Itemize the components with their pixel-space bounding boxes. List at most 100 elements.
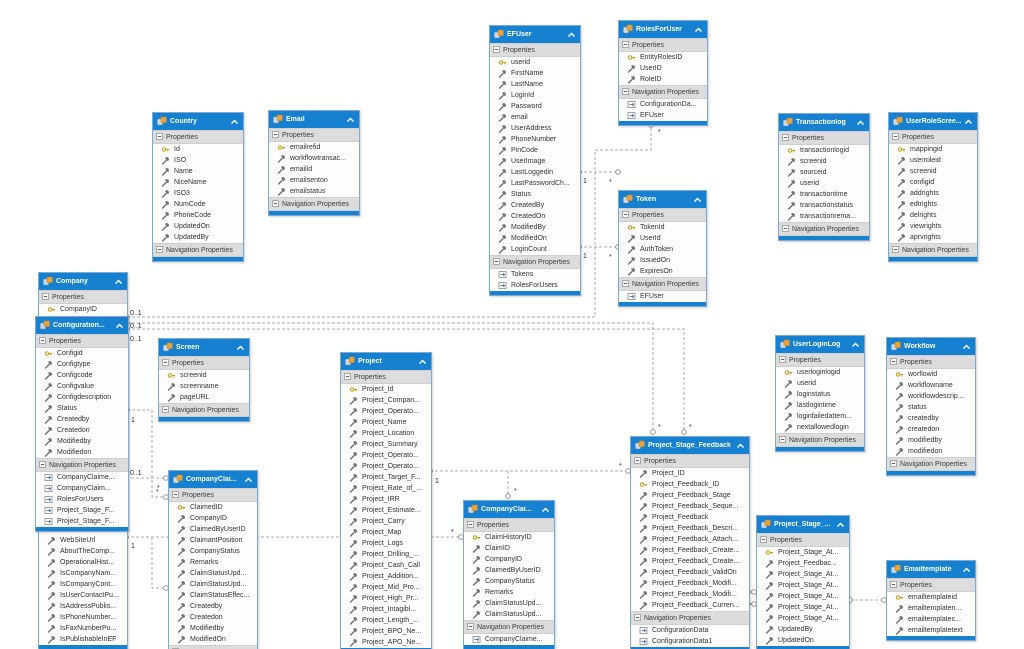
section-header-properties[interactable]: Properties [631,454,749,468]
property-row[interactable]: modifiedby [887,435,975,446]
property-row[interactable]: UserID [619,63,707,74]
property-row[interactable]: Configtype [36,359,128,370]
section-toggle-icon[interactable] [779,355,786,365]
section-toggle-icon[interactable] [622,210,629,220]
section-header-properties[interactable]: Properties [341,370,431,384]
property-row[interactable]: CompanyClaim... [36,483,128,494]
property-row[interactable]: Name [153,166,243,177]
entity-title-bar[interactable]: Emailtemplate [887,561,975,578]
entity-title-bar[interactable]: Token [619,191,706,208]
entity-title-bar[interactable]: Company [39,273,127,290]
property-row[interactable]: Project_High_Pr... [341,593,431,604]
section-header-navigation-properties[interactable]: Navigation Properties [159,403,249,417]
property-row[interactable]: AboutTheComp... [39,546,127,557]
property-row[interactable]: UpdatedBy [153,232,243,243]
property-row[interactable]: Project_Drilling_... [341,549,431,560]
property-row[interactable]: Project_Id [341,384,431,395]
property-row[interactable]: emailrefid [269,142,359,153]
property-row[interactable]: Project_Operato... [341,406,431,417]
collapse-chevron-icon[interactable] [115,323,124,329]
entity-title-bar[interactable]: Project [341,353,431,370]
property-row[interactable]: FirstName [490,68,580,79]
section-header-properties[interactable]: Properties [887,355,975,369]
collapse-chevron-icon[interactable] [418,359,427,365]
property-row[interactable]: ClaimID [464,543,554,554]
property-row[interactable]: transactiontime [779,189,869,200]
property-row[interactable]: Project_Feedback_Attach... [631,534,749,545]
property-row[interactable]: Project_Stage_F... [36,505,128,516]
section-toggle-icon[interactable] [782,133,789,143]
entity-title-bar[interactable]: UserLoginLog [776,336,864,353]
property-row[interactable]: Remarks [464,587,554,598]
property-row[interactable]: IsPhoneNumber... [39,612,127,623]
section-toggle-icon[interactable] [622,87,629,97]
property-row[interactable]: UpdatedOn [757,635,849,646]
property-row[interactable]: CompanyClaime... [464,634,554,645]
property-row[interactable]: IsCompanyCont... [39,579,127,590]
collapse-chevron-icon[interactable] [964,119,973,125]
property-row[interactable]: screenid [889,166,977,177]
property-row[interactable]: Password [490,101,580,112]
property-row[interactable]: ClaimantPosition [169,535,257,546]
property-row[interactable]: pageURL [159,392,249,403]
collapse-chevron-icon[interactable] [736,443,745,449]
property-row[interactable]: Createdby [36,414,128,425]
section-toggle-icon[interactable] [779,435,786,445]
property-row[interactable]: Modifiedby [169,623,257,634]
property-row[interactable]: ConfigurationData [631,625,749,636]
property-row[interactable]: Project_Addition... [341,571,431,582]
property-row[interactable]: Configvalue [36,381,128,392]
property-row[interactable]: Project_Feedback_Descri... [631,523,749,534]
section-toggle-icon[interactable] [890,580,897,590]
property-row[interactable]: Modifiedon [36,447,128,458]
section-header-navigation-properties[interactable]: Navigation Properties [889,243,977,257]
section-toggle-icon[interactable] [467,520,474,530]
property-row[interactable]: userid [779,178,869,189]
section-header-properties[interactable]: Properties [464,518,554,532]
property-row[interactable]: IsUserContactPu... [39,590,127,601]
property-row[interactable]: transactionrema... [779,211,869,222]
property-row[interactable]: IsPublishableInEF [39,634,127,645]
entity-title-bar[interactable]: Project_Stage_... [757,516,849,533]
property-row[interactable]: LastLoggedin [490,167,580,178]
section-header-properties[interactable]: Properties [153,130,243,144]
section-header-properties[interactable]: Properties [889,130,977,144]
property-row[interactable]: emailtemplaten... [887,603,975,614]
property-row[interactable]: Project_Feedback_Modifi... [631,589,749,600]
property-row[interactable]: ClaimStatusUpd... [169,579,257,590]
property-row[interactable]: Project_Feedback_Create... [631,556,749,567]
property-row[interactable]: ClaimedByUserID [169,524,257,535]
entity-title-bar[interactable]: Project_Stage_Feedback [631,437,749,454]
entity-title-bar[interactable]: Email [269,111,359,128]
property-row[interactable]: userid [490,57,580,68]
property-row[interactable]: ISO [153,155,243,166]
section-header-properties[interactable]: Properties [36,334,128,348]
property-row[interactable]: ModifiedBy [490,222,580,233]
section-toggle-icon[interactable] [634,456,641,466]
property-row[interactable]: ClaimStatusUpd... [169,568,257,579]
property-row[interactable]: Project_Logs [341,538,431,549]
property-row[interactable]: IssuedOn [619,255,706,266]
property-row[interactable]: Project_Operato... [341,461,431,472]
collapse-chevron-icon[interactable] [851,342,860,348]
collapse-chevron-icon[interactable] [567,32,576,38]
property-row[interactable]: workflowtransac... [269,153,359,164]
section-toggle-icon[interactable] [344,372,351,382]
property-row[interactable]: Project_Stage_At... [757,569,849,580]
property-row[interactable]: emailtemplatec... [887,614,975,625]
property-row[interactable]: userid [776,378,864,389]
property-row[interactable]: Project_Compan... [341,395,431,406]
property-row[interactable]: CompanyID [464,554,554,565]
property-row[interactable]: IsFaxNumberPu... [39,623,127,634]
property-row[interactable]: Configcode [36,370,128,381]
section-toggle-icon[interactable] [39,336,46,346]
section-header-properties[interactable]: Properties [776,353,864,367]
section-header-navigation-properties[interactable]: Navigation Properties [779,222,869,236]
property-row[interactable]: emailid [269,164,359,175]
